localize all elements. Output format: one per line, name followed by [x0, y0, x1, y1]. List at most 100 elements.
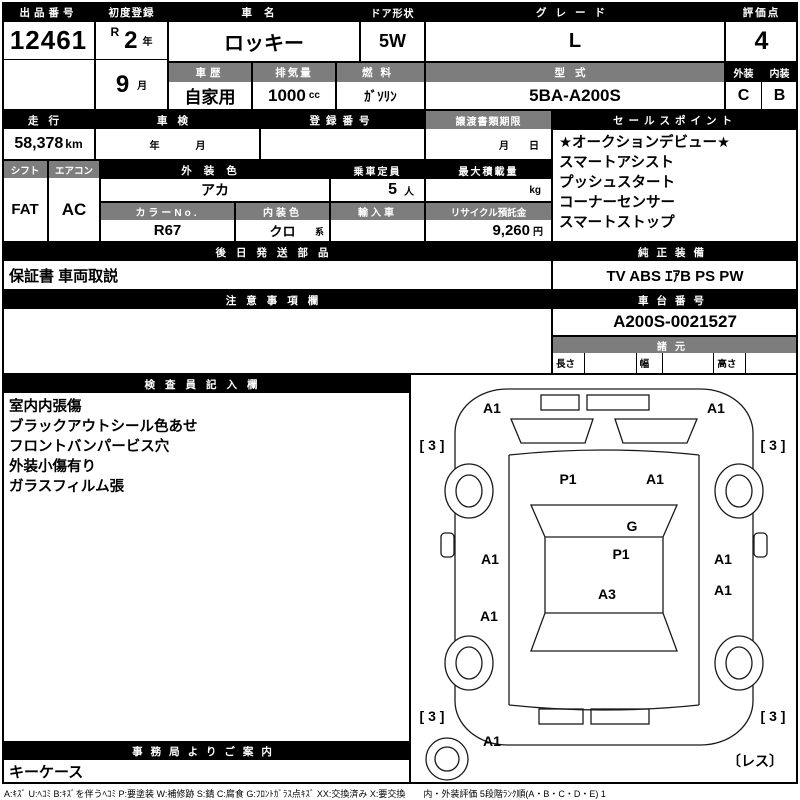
- interior-col: 内装 B: [762, 63, 797, 109]
- list-item: 外装小傷有り: [9, 459, 96, 475]
- later-parts-label: 後日発送部品: [3, 243, 551, 261]
- damage-marker: [ 3 ]: [760, 708, 786, 724]
- color-no-label: カラーNo.: [101, 203, 234, 220]
- first-reg-label: 初度登録: [96, 3, 167, 22]
- shaken-month-unit: 月: [195, 140, 206, 152]
- damage-marker: A1: [481, 551, 499, 567]
- shift-cell: シフト FAT: [2, 160, 48, 242]
- sales-points-label: セールスポイント: [553, 111, 797, 130]
- auction-no-label: 出品番号: [3, 3, 94, 22]
- shaken-year-unit: 年: [149, 140, 160, 152]
- shaken-value-wrap: 年 月: [96, 129, 259, 159]
- genuine-equip-label: 純正装備: [553, 243, 797, 261]
- recycle-deposit-unit: 円: [533, 227, 543, 238]
- model-code-label: 型式: [426, 63, 724, 82]
- shaken-cell: 車検 年 月: [95, 110, 260, 160]
- fuel-cell: 燃料 ｶﾞｿﾘﾝ: [336, 62, 425, 110]
- era-letter: R: [110, 25, 120, 39]
- auction-no-value: 12461: [3, 22, 94, 60]
- import-label: 輸入車: [331, 203, 424, 220]
- color-no-value: R67: [153, 222, 182, 239]
- spec-height-value: [746, 353, 797, 373]
- aircon-label: エアコン: [49, 161, 99, 178]
- shift-value: FAT: [11, 201, 39, 218]
- transfer-deadline-value-wrap: 月 日: [426, 129, 551, 159]
- history-label: 車歴: [169, 63, 251, 82]
- damage-marker: A1: [480, 608, 498, 624]
- transfer-month-unit: 月: [499, 140, 509, 152]
- genuine-equip-value: TV ABS ｴｱB PS PW: [606, 267, 744, 285]
- int-color-suffix: 系: [314, 227, 324, 237]
- max-load-label: 最大積載量: [426, 161, 551, 179]
- int-color-label: 内装色: [236, 203, 329, 220]
- exterior-label: 外装: [726, 63, 761, 82]
- first-reg-year-row: R 2 年: [96, 22, 167, 60]
- reg-year-value: 2: [124, 26, 138, 54]
- transfer-deadline-cell: 譲渡書類期限 月 日: [425, 110, 552, 160]
- inspector-cell: 検査員記入欄 室内内張傷ブラックアウトシール色あせフロントバンパービス穴外装小傷…: [2, 374, 410, 742]
- spec-length-value: [585, 353, 637, 373]
- mileage-cell: 走行 58,378 km: [2, 110, 95, 160]
- first-reg-cell: 初度登録 R 2 年 9 月: [95, 2, 168, 110]
- car-name-label: 車名: [169, 3, 359, 22]
- chassis-no-value: A200S-0021527: [613, 312, 737, 331]
- ext-color-value: アカ: [201, 182, 229, 198]
- list-item: コーナーセンサー: [559, 195, 675, 211]
- displacement-value: 1000: [268, 85, 306, 105]
- capacity-value-wrap: 5 人: [331, 179, 424, 201]
- capacity-cell: 乗車定員 5 人: [330, 160, 425, 202]
- auction-no-cell: 出品番号 12461: [2, 2, 95, 110]
- car-outline-svg: [425, 388, 768, 781]
- genuine-equip-cell: 純正装備 TV ABS ｴｱB PS PW: [552, 242, 798, 290]
- office-info-cell: 事務局よりご案内 キーケース: [2, 742, 410, 784]
- list-item: ★オークションデビュー★: [559, 135, 730, 151]
- capacity-label: 乗車定員: [331, 161, 424, 179]
- damage-marker: [ 3 ]: [760, 437, 786, 453]
- list-item: ブラックアウトシール色あせ: [9, 419, 198, 435]
- color-no-cell: カラーNo. R67: [100, 202, 235, 242]
- damage-marker: P1: [612, 546, 630, 562]
- list-item: ガラスフィルム張: [9, 479, 125, 495]
- year-unit: 年: [142, 37, 153, 48]
- ext-color-label: 外装色: [101, 161, 329, 179]
- mileage-value: 58,378: [14, 135, 64, 152]
- office-info-label: 事務局よりご案内: [3, 743, 409, 760]
- import-value: [331, 220, 424, 241]
- chassis-no-cell: 車台番号 A200S-0021527: [552, 290, 798, 336]
- car-name-value: ロッキー: [224, 33, 304, 55]
- grade-label: グレード: [426, 3, 724, 22]
- max-load-unit: kg: [529, 184, 541, 196]
- month-unit: 月: [137, 81, 148, 92]
- history-cell: 車歴 自家用: [168, 62, 252, 110]
- list-item: スマートストップ: [559, 215, 675, 231]
- damage-marker: A3: [598, 586, 616, 602]
- capacity-unit: 人: [404, 186, 414, 198]
- recycle-deposit-cell: リサイクル預託金 9,260 円: [425, 202, 552, 242]
- spec-length-label: 長さ: [553, 353, 585, 373]
- first-reg-month-row: 9 月: [96, 60, 167, 109]
- score-label: 評価点: [726, 3, 797, 22]
- int-color-value: クロ: [269, 224, 296, 239]
- car-name-cell: 車名 ロッキー: [168, 2, 360, 62]
- ext-int-cell: 外装 C 内装 B: [725, 62, 798, 110]
- specs-row: 長さ 幅 高さ: [553, 353, 797, 373]
- list-item: プッシュスタート: [559, 175, 675, 191]
- later-parts-cell: 後日発送部品 保証書 車両取説: [2, 242, 552, 290]
- grade-cell: グレード L: [425, 2, 725, 62]
- grade-value: L: [568, 30, 582, 52]
- displacement-value-wrap: 1000 cc: [253, 82, 335, 109]
- auction-no-spacer: [3, 60, 94, 109]
- recycle-deposit-value-wrap: 9,260 円: [426, 220, 551, 241]
- ext-color-cell: 外装色 アカ: [100, 160, 330, 202]
- damage-marker: A1: [646, 471, 664, 487]
- caution-cell: 注意事項欄: [2, 290, 552, 374]
- office-info-value: キーケース: [9, 764, 84, 781]
- specs-cell: 諸元 長さ 幅 高さ: [552, 336, 798, 374]
- model-code-cell: 型式 5BA-A200S: [425, 62, 725, 110]
- recycle-deposit-label: リサイクル預託金: [426, 203, 551, 220]
- aircon-value: AC: [61, 199, 87, 219]
- list-item: フロントバンパービス穴: [9, 439, 170, 455]
- chassis-no-label: 車台番号: [553, 291, 797, 309]
